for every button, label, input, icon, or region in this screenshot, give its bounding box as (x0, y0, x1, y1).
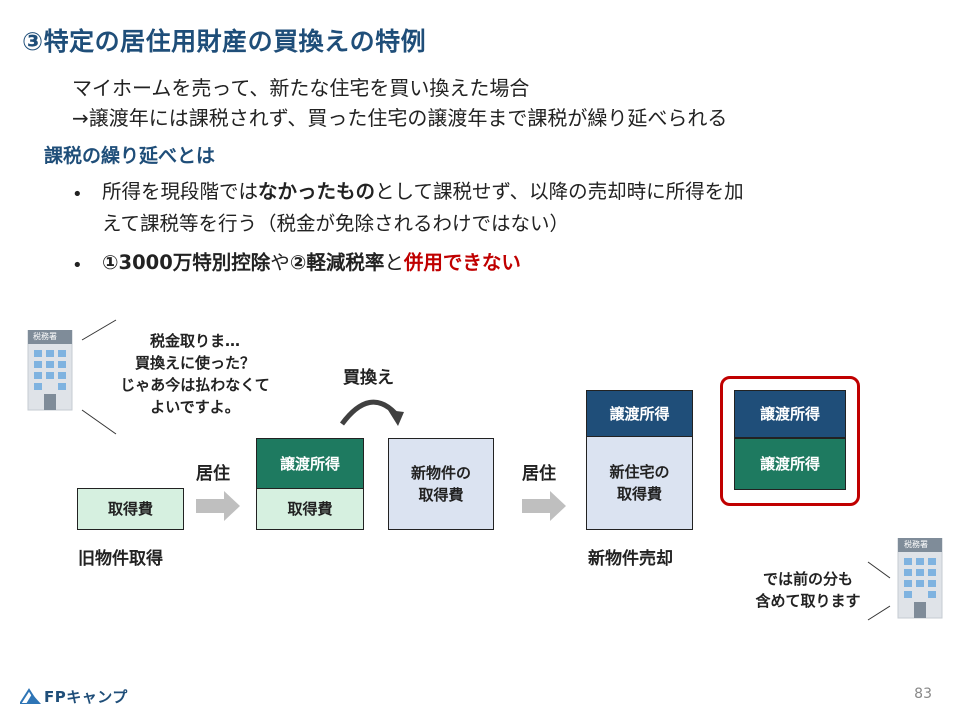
section-subheading: 課税の繰り延べとは (44, 145, 216, 167)
bullet-marker: • (72, 255, 83, 276)
new-property-cost-box: 新物件の取得費 (388, 438, 494, 530)
bullet-2: ①3000万特別控除や②軽減税率と併用できない (102, 247, 521, 279)
logo-icon (20, 688, 41, 704)
new-property-cost-line: 新物件の (410, 464, 471, 482)
tax-office-sign: 税務署 (33, 332, 57, 341)
new-property-sale-label: 新物件売却 (588, 549, 673, 569)
bullet-2-warning: 併用できない (403, 251, 521, 274)
result-transfer-income-top: 譲渡所得 (734, 390, 846, 438)
bullet-marker: • (72, 184, 83, 205)
residence-label-2: 居住 (522, 464, 556, 484)
tax-office-sign: 税務署 (904, 540, 928, 549)
brand-logo: FPキャンプ (44, 688, 128, 706)
bullet-1: 所得を現段階ではなかったものとして課税せず、以降の売却時に所得を加 えて課税等を… (102, 176, 932, 240)
speech-bottom-line: 含めて取ります (755, 592, 861, 610)
transfer-income-box-2: 譲渡所得 (586, 390, 693, 438)
bullet-2-part-d: と (384, 251, 404, 274)
new-property-cost-line: 取得費 (418, 486, 464, 504)
acquisition-cost-box-2: 取得費 (256, 488, 364, 530)
new-home-cost-box: 新住宅の取得費 (586, 436, 693, 530)
acquisition-cost-box: 取得費 (77, 488, 184, 530)
curved-arrow-icon (339, 399, 404, 426)
new-home-cost-line: 取得費 (616, 485, 662, 503)
bullet-2-part-b: や (270, 251, 290, 274)
transfer-income-box: 譲渡所得 (256, 438, 364, 490)
old-property-acquire-label: 旧物件取得 (78, 549, 163, 569)
page-number: 83 (914, 686, 932, 702)
bullet-1-text-c: えて課税等を行う（税金が免除されるわけではない） (102, 212, 570, 235)
speech-bottom-line: では前の分も (762, 570, 853, 588)
highlight-frame (720, 376, 860, 506)
tax-office-building-icon (897, 538, 943, 619)
page-title: ③特定の居住用財産の買換えの特例 (22, 27, 427, 56)
speech-top-line: 税金取りま… (149, 332, 240, 350)
speech-bubble-top: 税金取りま… 買換えに使った？ じゃあ今は払わなくて よいですよ。 (90, 330, 300, 418)
speech-bubble-bottom: では前の分も 含めて取ります (738, 568, 878, 612)
speech-lines (81, 319, 117, 435)
bullet-2-part-c: ②軽減税率 (289, 251, 385, 274)
speech-top-line: 買換えに使った？ (134, 354, 255, 372)
residence-label-1: 居住 (196, 464, 230, 484)
result-transfer-income-bottom: 譲渡所得 (734, 438, 846, 490)
replacement-label: 買換え (343, 368, 394, 388)
tax-office-building-icon (27, 330, 73, 411)
speech-top-line: じゃあ今は払わなくて (120, 376, 270, 394)
speech-top-line: よいですよ。 (150, 398, 240, 416)
right-arrow-icon (196, 491, 240, 521)
bullet-1-text-a: 所得を現段階では (102, 180, 259, 203)
bullet-2-part-a: ①3000万特別控除 (102, 251, 271, 274)
new-home-cost-line: 新住宅の (609, 463, 670, 481)
bullet-1-text-b: として課税せず、以降の売却時に所得を加 (375, 180, 744, 203)
intro-line-1: マイホームを売って、新たな住宅を買い換えた場合 (72, 76, 530, 100)
intro-line-2: →譲渡年には課税されず、買った住宅の譲渡年まで課税が繰り延べられる (72, 106, 728, 130)
speech-lines (867, 561, 891, 621)
bullet-1-emphasis: なかったもの (258, 180, 376, 203)
right-arrow-icon (522, 491, 566, 521)
